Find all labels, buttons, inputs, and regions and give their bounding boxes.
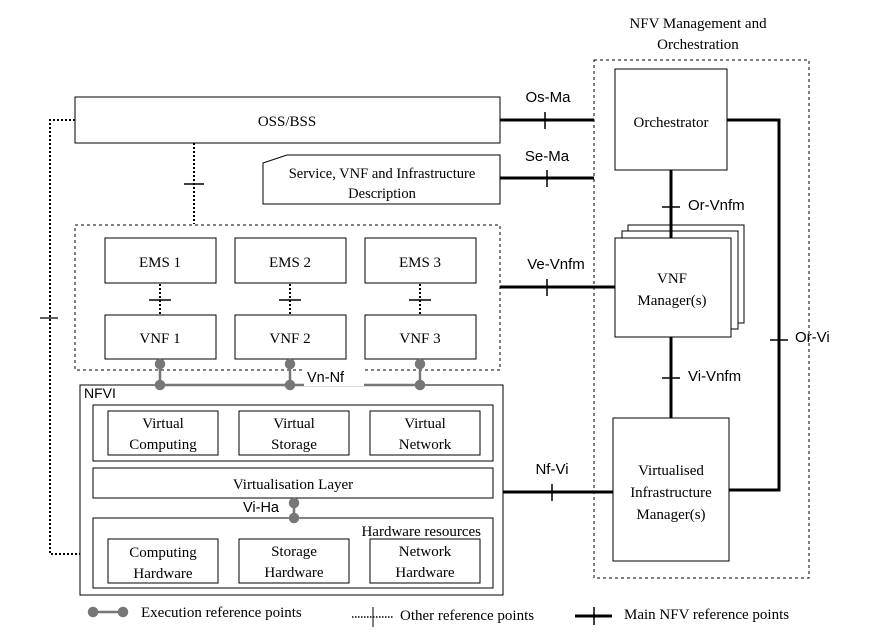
ems3-block	[364, 237, 477, 284]
virtual-network-block	[369, 410, 481, 456]
legend-execution-label: Execution reference points	[141, 605, 302, 621]
ems1-label: EMS 1	[139, 255, 181, 271]
or-vi-link	[727, 118, 781, 492]
vn-nf-execution-links	[154, 358, 426, 391]
vnf-manager-line2: Manager(s)	[637, 293, 706, 309]
main-reference-links	[500, 112, 788, 501]
oss-hardware-link	[49, 119, 94, 555]
vn-nf-dot-1a	[154, 358, 166, 370]
legend-other-label: Other reference points	[400, 608, 534, 624]
computing-hardware-block	[107, 538, 219, 584]
ems2-block	[234, 237, 347, 284]
vn-nf-label: Vn-Nf	[307, 370, 345, 386]
storage-hardware-block	[238, 538, 350, 584]
ems-vnf-links	[149, 284, 431, 314]
computing-hardware-line2: Hardware	[133, 566, 192, 582]
vnf3-block	[364, 314, 477, 360]
os-ma-label: Os-Ma	[526, 89, 572, 106]
nfvi-label: NFVI	[84, 385, 116, 401]
legend-main-label: Main NFV reference points	[624, 607, 789, 623]
virtual-storage-line2: Storage	[271, 437, 317, 453]
hardware-resources-label: Hardware resources	[361, 524, 481, 540]
vnf-manager-block	[614, 237, 732, 338]
service-description-line2: Description	[348, 186, 416, 202]
vn-nf-label-bg	[304, 368, 364, 386]
vim-line2: Infrastructure	[630, 485, 712, 501]
oss-bss-label: OSS/BSS	[258, 114, 316, 130]
ems3-label: EMS 3	[399, 255, 441, 271]
orchestrator-block	[614, 68, 728, 171]
vi-ha-execution-link	[288, 497, 300, 524]
legend-other-symbol	[352, 607, 394, 627]
virtual-computing-line1: Virtual	[142, 416, 184, 432]
virtualisation-layer-label: Virtualisation Layer	[233, 477, 353, 493]
network-hardware-block	[369, 538, 481, 584]
virtual-storage-block	[238, 410, 350, 456]
vnf1-label: VNF 1	[139, 331, 180, 347]
service-description-line1: Service, VNF and Infrastructure	[289, 166, 476, 182]
vnf-manager-line1: VNF	[657, 271, 687, 287]
legend-execution-symbol	[87, 606, 129, 618]
virtual-network-line1: Virtual	[404, 416, 446, 432]
ve-vnfm-label: Ve-Vnfm	[527, 256, 585, 273]
vnf1-block	[104, 314, 217, 360]
network-hardware-line1: Network	[399, 544, 452, 560]
network-hardware-line2: Hardware	[395, 565, 454, 581]
vim-line1: Virtualised	[638, 463, 704, 479]
vnf2-block	[234, 314, 347, 360]
vi-ha-dot-b	[288, 512, 300, 524]
se-ma-label: Se-Ma	[525, 148, 570, 165]
mano-title-line2: Orchestration	[657, 37, 739, 53]
vnf3-label: VNF 3	[399, 331, 440, 347]
nf-vi-label: Nf-Vi	[535, 461, 568, 478]
vi-ha-label: Vi-Ha	[243, 500, 280, 516]
vi-vnfm-label: Vi-Vnfm	[688, 368, 741, 385]
ems2-label: EMS 2	[269, 255, 311, 271]
vnf2-label: VNF 2	[269, 331, 310, 347]
legend: Execution reference points Other referen…	[87, 605, 789, 627]
vn-nf-dot-3a	[414, 358, 426, 370]
vn-nf-dot-2a	[284, 358, 296, 370]
virtual-storage-line1: Virtual	[273, 416, 315, 432]
oss-bss-block	[74, 96, 501, 144]
storage-hardware-line1: Storage	[271, 544, 317, 560]
virtual-computing-block	[107, 410, 219, 456]
virtual-computing-line2: Computing	[129, 437, 197, 453]
computing-hardware-line1: Computing	[129, 545, 197, 561]
orchestrator-label: Orchestrator	[634, 115, 709, 131]
vi-ha-dot-a	[288, 497, 300, 509]
or-vi-label: Or-Vi	[795, 329, 830, 346]
mano-container	[593, 59, 810, 579]
or-vnfm-label: Or-Vnfm	[688, 197, 745, 214]
legend-main-symbol	[575, 607, 612, 625]
mano-title-line1: NFV Management and	[629, 16, 767, 32]
vnf-container	[74, 224, 501, 371]
vim-line3: Manager(s)	[636, 507, 705, 523]
virtual-resources-group	[92, 404, 494, 462]
virtual-network-line2: Network	[399, 437, 452, 453]
ems1-block	[104, 237, 217, 284]
storage-hardware-line2: Hardware	[264, 565, 323, 581]
